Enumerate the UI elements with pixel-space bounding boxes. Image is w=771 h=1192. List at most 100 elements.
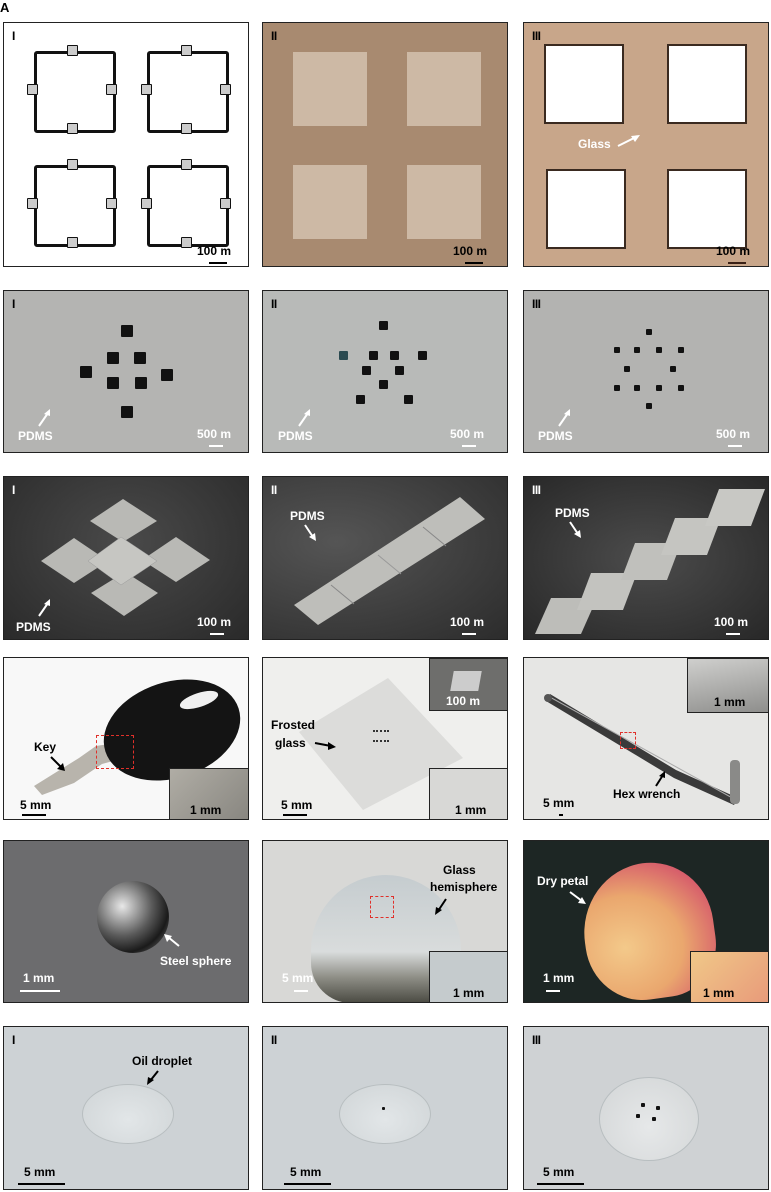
outline-square	[34, 51, 116, 133]
arrow-icon	[314, 742, 336, 750]
panel-r1-iii: III Glass 100 m	[523, 22, 769, 267]
textured-square	[407, 52, 481, 126]
inset-top-scale-label: 100 m	[446, 694, 481, 708]
tab	[106, 198, 117, 209]
panel-r6-ii: II 5 mm	[262, 1026, 508, 1190]
scale-bar	[462, 445, 476, 447]
pdms-annotation: PDMS	[555, 506, 590, 520]
square-marker	[80, 366, 92, 378]
scale-bar	[209, 262, 227, 264]
inset-scale-label: 1 mm	[453, 986, 485, 1000]
square-marker	[379, 321, 388, 330]
panel-r1-ii: II 100 m	[262, 22, 508, 267]
scale-label: 500 m	[716, 427, 751, 441]
scale-bar	[283, 814, 307, 816]
arrow-icon	[147, 1070, 159, 1085]
scale-label: 100 m	[714, 615, 749, 629]
arrow-icon	[38, 599, 50, 617]
square-marker	[614, 385, 620, 391]
scale-label: 100 m	[197, 615, 232, 629]
square-marker	[656, 1106, 660, 1110]
tab	[181, 45, 192, 56]
square-marker	[379, 380, 388, 389]
panel-label: III	[532, 29, 541, 43]
square-marker	[634, 385, 640, 391]
pdms-annotation: PDMS	[290, 509, 325, 523]
tab	[67, 159, 78, 170]
panel-label: I	[12, 1033, 15, 1047]
tab	[106, 84, 117, 95]
outline-square	[147, 51, 229, 133]
square-marker	[656, 347, 662, 353]
square-marker	[356, 395, 365, 404]
panel-r2-i: I PDMS 500 m	[3, 290, 249, 453]
panel-label: II	[271, 483, 277, 497]
square-marker	[641, 1103, 645, 1107]
panel-r6-i: I Oil droplet 5 mm	[3, 1026, 249, 1190]
figure-letter: A	[0, 0, 10, 15]
scale-label: 5 mm	[543, 1165, 575, 1179]
tab	[141, 84, 152, 95]
plate-staircase	[535, 489, 765, 634]
tab	[27, 84, 38, 95]
panel-label: I	[12, 29, 15, 43]
arrow-icon	[164, 934, 180, 947]
scale-label: 5 mm	[24, 1165, 56, 1179]
tab	[67, 237, 78, 248]
panel-r2-ii: II PDMS 500 m	[262, 290, 508, 453]
scale-bar	[726, 633, 740, 635]
scale-bar	[465, 262, 483, 264]
arrow-icon	[569, 891, 586, 904]
square-marker	[678, 347, 684, 353]
inset-zoom: 1 mm	[169, 768, 248, 819]
glass-hemisphere-line2: hemisphere	[430, 880, 498, 894]
outline-square	[147, 165, 229, 247]
inset-zoom: 1 mm	[687, 658, 768, 713]
arrow-icon	[435, 898, 447, 915]
arrow-icon	[304, 524, 316, 541]
square-marker	[634, 347, 640, 353]
panel-r4-key: Key 5 mm 1 mm	[3, 657, 249, 820]
scale-bar	[20, 990, 60, 992]
scale-label: 100 m	[453, 244, 488, 258]
pdms-annotation: PDMS	[18, 429, 53, 443]
textured-square	[293, 52, 367, 126]
scale-label: 5 mm	[20, 798, 52, 812]
scale-bar	[18, 1183, 65, 1185]
pdms-annotation: PDMS	[278, 429, 313, 443]
scale-label: 5 mm	[543, 796, 575, 810]
square-marker	[404, 395, 413, 404]
scale-label: 100 m	[450, 615, 485, 629]
panel-r3-iii: III PDMS 100 m	[523, 476, 769, 640]
scale-bar	[559, 814, 563, 816]
scale-label: 500 m	[450, 427, 485, 441]
square-marker	[646, 403, 652, 409]
glass-hemisphere-line1: Glass	[443, 863, 476, 877]
panel-r2-iii: III PDMS 500 m	[523, 290, 769, 453]
hex-wrench-annotation: Hex wrench	[613, 787, 681, 801]
panel-r1-i: I 100 m	[3, 22, 249, 267]
inset-zoom: 1 mm	[429, 951, 507, 1002]
square-marker	[636, 1114, 640, 1118]
panel-label: I	[12, 483, 15, 497]
square-marker	[614, 347, 620, 353]
textured-square	[293, 165, 367, 239]
square-marker	[107, 377, 119, 389]
scale-label: 5 mm	[290, 1165, 322, 1179]
inset-scale-label: 1 mm	[714, 695, 746, 709]
square-marker	[339, 351, 348, 360]
arrow-icon	[558, 409, 570, 427]
white-square	[667, 169, 747, 249]
inset-scale-label: 1 mm	[190, 803, 222, 817]
tab	[67, 45, 78, 56]
square-marker	[678, 385, 684, 391]
pdms-annotation: PDMS	[538, 429, 573, 443]
inset-zoom-top: 100 m	[429, 658, 507, 711]
frosted-annotation-line2: glass	[275, 736, 306, 750]
tab	[181, 123, 192, 134]
key-image	[34, 679, 241, 795]
panel-r5-steel-sphere: Steel sphere 1 mm	[3, 840, 249, 1003]
scale-label: 5 mm	[281, 798, 313, 812]
panel-label: III	[532, 297, 541, 311]
square-marker	[395, 366, 404, 375]
